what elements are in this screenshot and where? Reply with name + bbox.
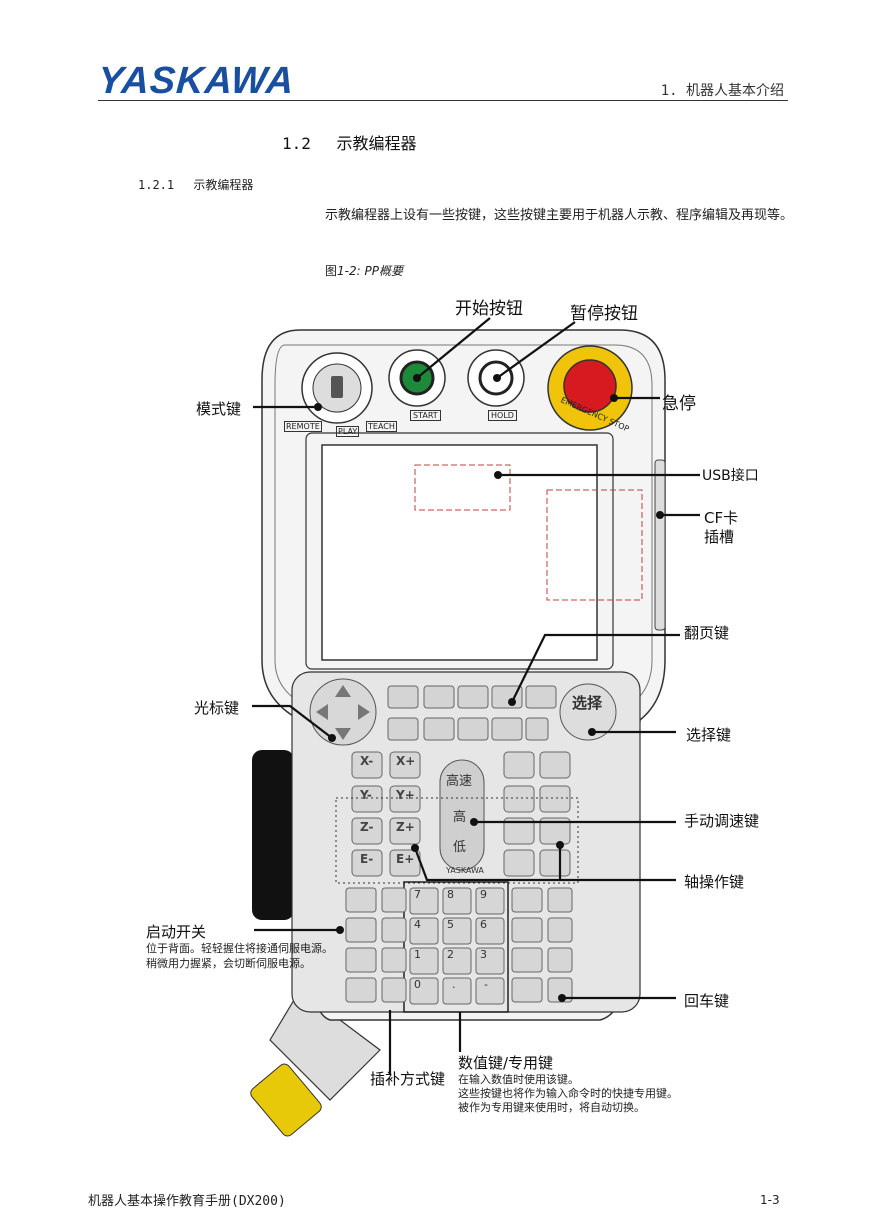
- header-divider: [98, 100, 788, 101]
- select-key: [559, 683, 617, 741]
- high-key-label: 高: [453, 810, 467, 825]
- callout-emergency-stop: 急停: [662, 394, 696, 414]
- num-key-2: 2: [447, 948, 454, 961]
- select-key-label: 选择: [572, 694, 603, 712]
- callout-enable-note: 位于背面。轻轻握住将接通伺服电源。稍微用力握紧，会切断伺服电源。: [146, 942, 333, 970]
- callout-numeric-note-1: 在输入数值时使用该键。: [458, 1073, 579, 1086]
- num-key-3: 3: [480, 948, 487, 961]
- pendant-brand: YASKAWA: [446, 866, 484, 875]
- callout-hold-button: 暂停按钮: [570, 304, 638, 324]
- num-key-4: 4: [414, 918, 421, 931]
- subsection-title: 1.2.1 示教编程器: [138, 178, 254, 192]
- intro-paragraph: 示教编程器上设有一些按键，这些按键主要用于机器人示教、程序编辑及再现等。: [325, 208, 794, 223]
- callout-cursor-key: 光标键: [194, 699, 240, 717]
- num-key-minus: -: [484, 978, 488, 991]
- axis-key-z-plus: Z+: [396, 820, 415, 834]
- callout-axis-key: 轴操作键: [684, 873, 745, 891]
- axis-key-y-minus: Y-: [360, 788, 372, 802]
- num-key-5: 5: [447, 918, 454, 931]
- start-label: START: [410, 410, 441, 421]
- footer-manual-title: 机器人基本操作教育手册(DX200): [88, 1194, 286, 1209]
- hand-strap: [252, 750, 294, 920]
- cable-connector: [250, 989, 381, 1137]
- axis-key-e-minus: E-: [360, 852, 374, 866]
- footer-page-number: 1-3: [760, 1193, 780, 1207]
- cursor-key: [309, 678, 377, 746]
- callout-numeric-note-3: 被作为专用键来使用时，将自动切换。: [458, 1101, 645, 1114]
- axis-key-y-plus: Y+: [396, 788, 415, 802]
- callout-cf-line2: 插槽: [704, 528, 735, 546]
- callout-numeric-key: 数值键/专用键: [458, 1054, 554, 1072]
- axis-key-e-plus: E+: [396, 852, 415, 866]
- lcd-screen: [321, 444, 598, 661]
- num-key-0: 0: [414, 978, 421, 991]
- callout-interp-key: 插补方式键: [370, 1070, 446, 1088]
- num-key-9: 9: [480, 888, 487, 901]
- hold-label: HOLD: [488, 410, 517, 421]
- fast-key-label: 高速: [446, 774, 473, 789]
- callout-cf-line1: CF卡: [704, 509, 739, 527]
- axis-key-z-minus: Z-: [360, 820, 374, 834]
- callout-lines: [252, 317, 700, 1075]
- callout-usb: USB接口: [702, 468, 759, 484]
- callout-select-key: 选择键: [686, 726, 732, 744]
- teach-label: TEACH: [366, 421, 397, 432]
- num-key-1: 1: [414, 948, 421, 961]
- axis-key-x-plus: X+: [396, 754, 416, 768]
- num-key-dot: .: [452, 978, 456, 991]
- remote-label: REMOTE: [284, 421, 322, 432]
- num-key-6: 6: [480, 918, 487, 931]
- num-key-8: 8: [447, 888, 454, 901]
- speed-keys: [439, 759, 485, 871]
- num-key-7: 7: [414, 888, 421, 901]
- play-label: PLAY: [336, 426, 360, 437]
- callout-numeric-note-2: 这些按键也将作为输入命令时的快捷专用键。: [458, 1087, 678, 1100]
- callout-page-key: 翻页键: [684, 624, 730, 642]
- callout-mode-key: 模式键: [196, 400, 242, 418]
- figure-caption: 图1-2: PP概要: [325, 264, 403, 278]
- chapter-title: 1. 机器人基本介绍: [660, 83, 784, 99]
- callout-speed-key: 手动调速键: [684, 812, 760, 830]
- low-key-label: 低: [453, 840, 467, 855]
- callout-enter-key: 回车键: [684, 992, 730, 1010]
- callout-enable-switch: 启动开关: [146, 923, 207, 941]
- callout-start-button: 开始按钮: [455, 299, 523, 319]
- axis-key-x-minus: X-: [360, 754, 374, 768]
- section-title: 1.2 示教编程器: [282, 134, 417, 153]
